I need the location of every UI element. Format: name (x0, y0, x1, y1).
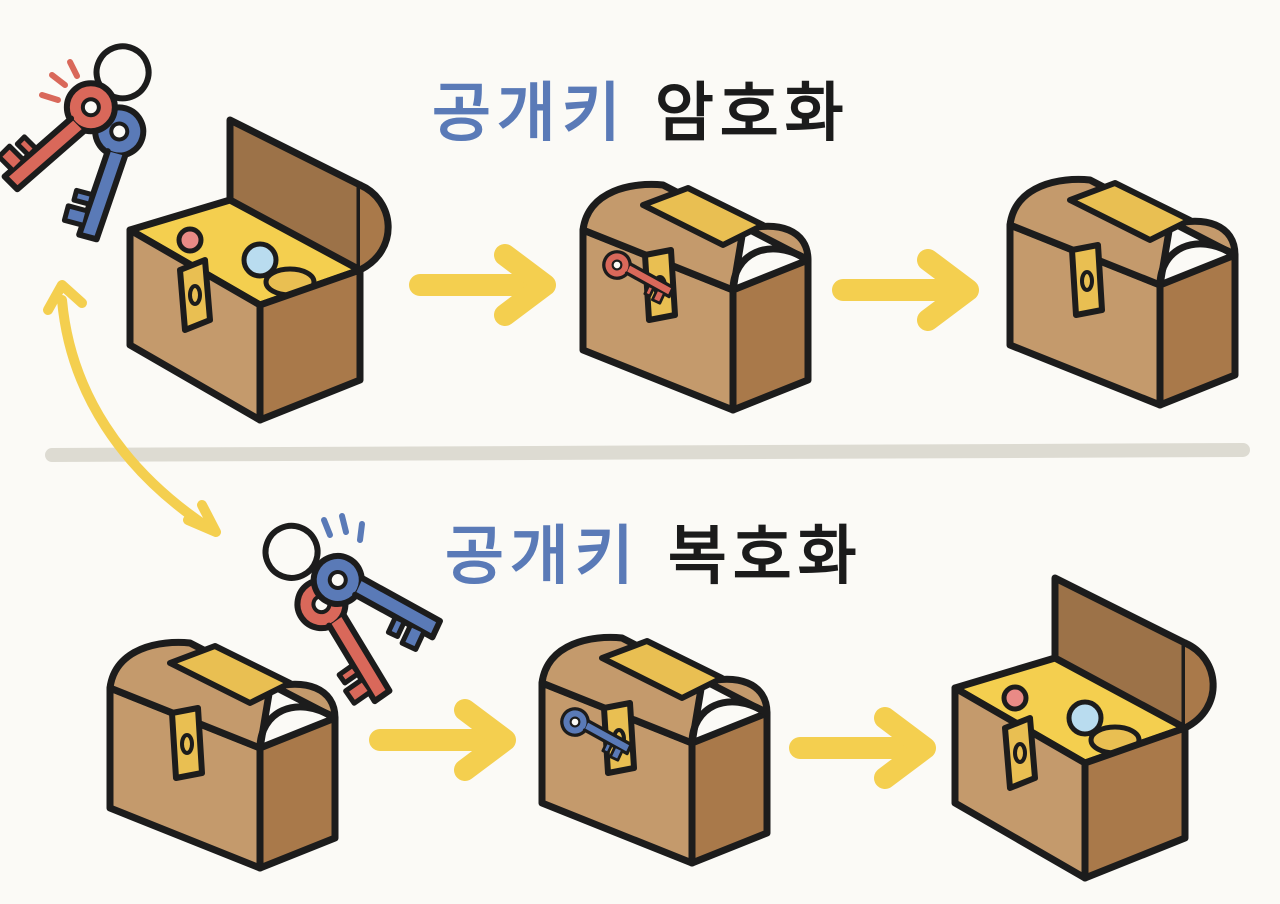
arrow-right-icon (420, 255, 545, 315)
title-encryption-suffix: 암호화 (654, 77, 850, 151)
treasure-chest-icon (583, 184, 808, 410)
title-decryption: 공개키 복호화 (445, 505, 863, 597)
divider-line (45, 443, 1250, 462)
title-decryption-prefix: 공개키 (445, 520, 640, 594)
treasure-chest-icon (1010, 179, 1235, 405)
treasure-chest-icon (542, 637, 767, 863)
sparkle-marks (321, 513, 365, 543)
double-arrow-icon (43, 280, 221, 537)
key-pair-icon (262, 522, 473, 721)
title-decryption-suffix: 복호화 (667, 520, 863, 594)
sparkle-marks (39, 59, 80, 103)
arrow-right-icon (843, 260, 968, 320)
title-encryption: 공개키 암호화 (432, 62, 850, 154)
treasure-chest-icon (110, 642, 335, 868)
title-encryption-prefix: 공개키 (432, 77, 627, 151)
treasure-chest-icon (955, 578, 1213, 878)
key-pair-icon (0, 43, 192, 252)
arrow-right-icon (380, 710, 505, 770)
arrow-right-icon (800, 718, 925, 778)
treasure-chest-icon (130, 120, 388, 420)
